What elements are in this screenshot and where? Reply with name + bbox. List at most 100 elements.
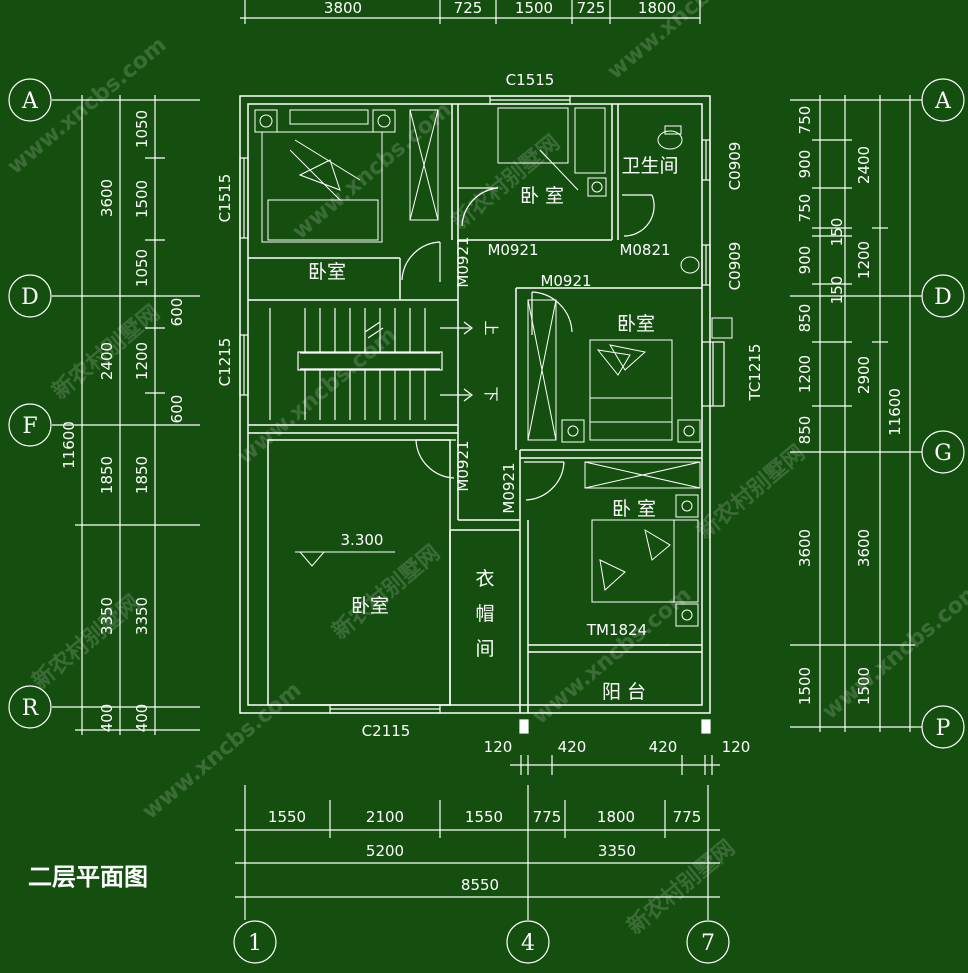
dim-label: 1500 — [796, 667, 814, 705]
dim-label: 2400 — [98, 342, 116, 380]
dim-label: 900 — [796, 246, 814, 275]
door-tag: M0921 — [454, 236, 472, 287]
dim-label: 2400 — [855, 146, 873, 184]
window-tag: C1515 — [216, 174, 234, 223]
dim-label: 850 — [796, 416, 814, 445]
dim-label: 400 — [98, 704, 116, 733]
top-dimension-labels: 3800 725 1500 725 1800 — [324, 0, 676, 17]
left-dimension-labels: 1050 1500 1050 600 1200 600 1850 3350 40… — [60, 110, 186, 732]
room-label-closet: 帽 — [475, 603, 494, 625]
dim-label: 900 — [796, 150, 814, 179]
dim-label: 400 — [133, 704, 151, 733]
door-tag: TM1824 — [586, 621, 647, 639]
dim-label: 120 — [484, 738, 513, 756]
doors — [401, 187, 670, 646]
furniture — [254, 107, 733, 627]
watermark: www.xncbs.com — [288, 97, 457, 244]
axis-label-left: D — [21, 285, 39, 310]
axis-label-left: F — [22, 414, 37, 439]
watermark: www.xncbs.com — [818, 577, 968, 724]
watermark: www.xncbs.com — [603, 0, 772, 85]
room-label-bedroom-north: 卧 室 — [520, 185, 564, 207]
dim-label: 1200 — [796, 355, 814, 393]
dim-label: 3600 — [855, 529, 873, 567]
stair-up-label: 上 — [482, 320, 500, 335]
window-tag: C2115 — [362, 722, 411, 740]
dim-label: 3350 — [133, 597, 151, 635]
dim-label: 11600 — [60, 421, 78, 469]
dim-label: 1550 — [268, 808, 306, 826]
axis-label-bottom: 1 — [248, 931, 262, 956]
dim-label: 1850 — [133, 456, 151, 494]
dim-label: 1800 — [638, 0, 676, 17]
dim-label: 850 — [796, 304, 814, 333]
room-label-bedroom-nw: 卧室 — [308, 261, 346, 283]
watermark: www.xncbs.com — [138, 677, 307, 824]
dim-label: 1850 — [98, 456, 116, 494]
axis-label-right: P — [936, 716, 951, 741]
dim-label: 750 — [796, 194, 814, 223]
dim-label: 150 — [828, 218, 846, 247]
axis-label-right: D — [934, 285, 952, 310]
watermark: 新农村别墅网 — [622, 835, 740, 940]
dim-label: 8550 — [461, 876, 499, 894]
dim-label: 775 — [533, 808, 562, 826]
dim-label: 1050 — [133, 110, 151, 148]
dim-label: 725 — [454, 0, 483, 17]
dim-label: 1050 — [133, 249, 151, 287]
door-tag: M0821 — [619, 241, 670, 259]
dim-label: 2100 — [366, 808, 404, 826]
dim-label: 1500 — [515, 0, 553, 17]
watermark: 新农村别墅网 — [27, 590, 145, 695]
dim-label: 600 — [168, 395, 186, 424]
axis-labels: A D F R A D G P 1 4 7 — [21, 89, 952, 956]
window-tag: C1215 — [216, 338, 234, 387]
dim-label: 725 — [577, 0, 606, 17]
walls — [239, 95, 711, 714]
dim-label: 5200 — [366, 842, 404, 860]
stair — [269, 308, 473, 420]
right-dimension-labels: 750 900 750 150 900 150 850 1200 850 360… — [796, 106, 904, 705]
dim-label: 420 — [649, 738, 678, 756]
axis-label-bottom: 4 — [521, 931, 535, 956]
watermark: 新农村别墅网 — [447, 130, 565, 235]
watermark: www.xncbs.com — [233, 322, 402, 469]
axis-label-left: A — [21, 89, 39, 114]
axis-label-bottom: 7 — [701, 931, 715, 956]
axis-label-left: R — [22, 696, 40, 721]
stair-down-label: 下 — [482, 386, 500, 401]
dim-label: 1500 — [855, 667, 873, 705]
dim-label: 1200 — [855, 241, 873, 279]
dim-label: 3600 — [796, 529, 814, 567]
dim-label: 3350 — [598, 842, 636, 860]
room-label-bathroom: 卫生间 — [621, 155, 678, 177]
room-label-bedroom-se: 卧 室 — [612, 498, 656, 520]
room-label-bedroom-east: 卧室 — [617, 313, 655, 335]
room-label-closet: 间 — [475, 638, 494, 660]
window-tag: C0909 — [726, 242, 744, 291]
door-tag: M0921 — [540, 272, 591, 290]
dim-label: 3800 — [324, 0, 362, 17]
dim-label: 1800 — [597, 808, 635, 826]
dim-label: 120 — [722, 738, 751, 756]
dim-label: 420 — [558, 738, 587, 756]
dim-label: 1550 — [465, 808, 503, 826]
window-tag: TC1215 — [746, 344, 764, 402]
room-label-bedroom-main: 卧室 — [351, 595, 389, 617]
watermark: www.xncbs.com — [528, 582, 697, 729]
level-mark: 3.300 — [341, 531, 384, 549]
axis-label-right: A — [934, 89, 952, 114]
dim-label: 600 — [168, 298, 186, 327]
door-tag: M0921 — [500, 462, 518, 513]
door-tag: M0921 — [454, 440, 472, 491]
dim-label: 2900 — [855, 356, 873, 394]
dim-label: 11600 — [886, 388, 904, 436]
dim-label: 3600 — [98, 179, 116, 217]
room-label-closet: 衣 — [475, 568, 494, 590]
window-tag: C1515 — [506, 71, 555, 89]
dim-label: 750 — [796, 106, 814, 135]
axis-bubbles — [8, 78, 965, 964]
drawing-title: 二层平面图 — [28, 863, 148, 891]
